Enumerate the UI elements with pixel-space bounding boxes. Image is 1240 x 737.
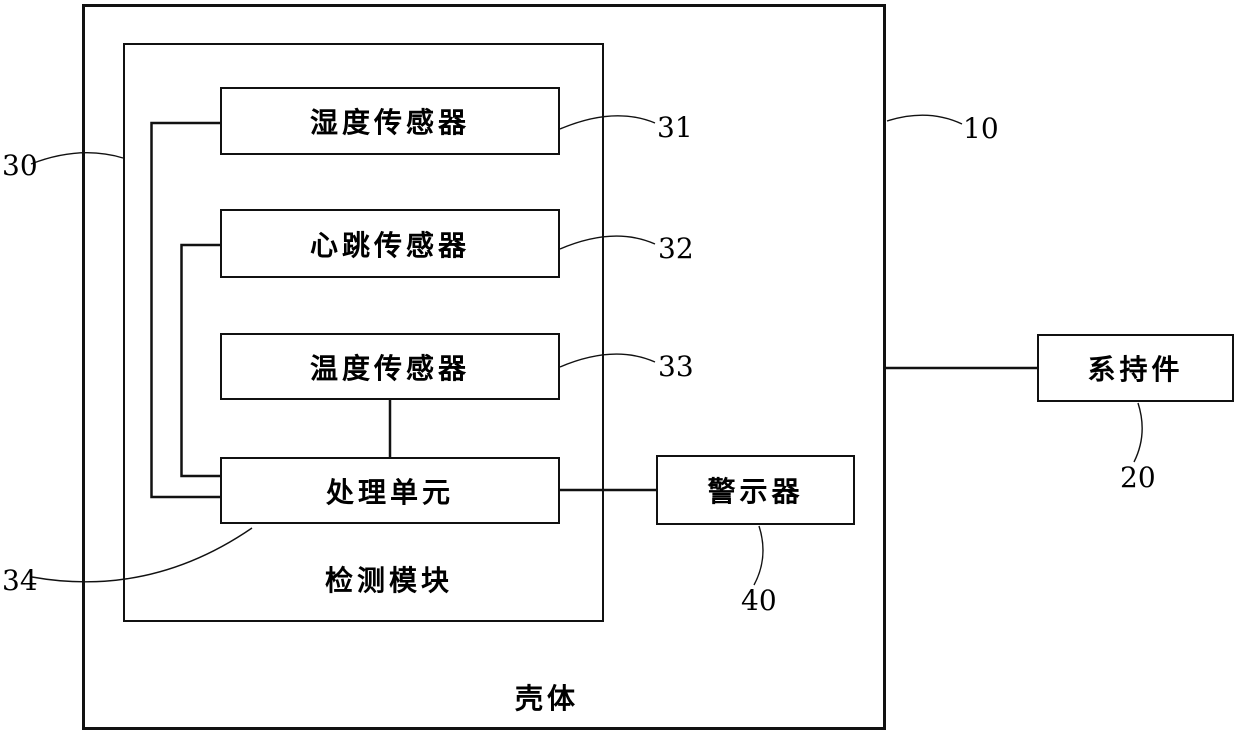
heartbeat-sensor-block: 心跳传感器 (220, 209, 560, 278)
leader-ref-40 (753, 525, 764, 586)
temperature-sensor-label: 温度传感器 (309, 352, 470, 384)
alarm-label: 警示器 (707, 476, 804, 507)
strap-block: 系持件 (1037, 334, 1234, 402)
processing-unit-block: 处理单元 (220, 457, 560, 524)
ref-number-30: 30 (2, 149, 38, 182)
wire-humidity-to-processing (150, 121, 220, 499)
leader-ref-34 (31, 527, 253, 583)
heartbeat-sensor-label: 心跳传感器 (309, 229, 470, 261)
leader-ref-30 (30, 152, 124, 165)
ref-number-33: 33 (658, 350, 694, 383)
ref-number-20: 20 (1120, 461, 1156, 494)
temperature-sensor-block: 温度传感器 (220, 333, 560, 400)
ref-number-34: 34 (2, 564, 38, 597)
alarm-block: 警示器 (656, 455, 855, 525)
detection-module-box (123, 43, 604, 622)
leader-ref-31 (559, 115, 656, 130)
housing-box (82, 4, 886, 730)
strap-label: 系持件 (1087, 354, 1184, 385)
humidity-sensor-block: 湿度传感器 (220, 87, 560, 155)
housing-caption: 壳体 (515, 683, 580, 714)
leader-ref-32 (559, 235, 656, 250)
ref-number-31: 31 (657, 111, 693, 144)
ref-number-40: 40 (741, 584, 777, 617)
humidity-sensor-label: 湿度传感器 (309, 107, 470, 138)
ref-number-32: 32 (658, 232, 694, 265)
processing-unit-label: 处理单元 (325, 476, 454, 508)
ref-number-10: 10 (963, 112, 999, 145)
leader-ref-20 (1133, 402, 1143, 463)
detection-module-caption: 检测模块 (325, 565, 454, 596)
leader-ref-33 (559, 353, 656, 368)
wire-heartbeat-to-processing (180, 243, 220, 478)
leader-ref-10 (886, 114, 963, 125)
